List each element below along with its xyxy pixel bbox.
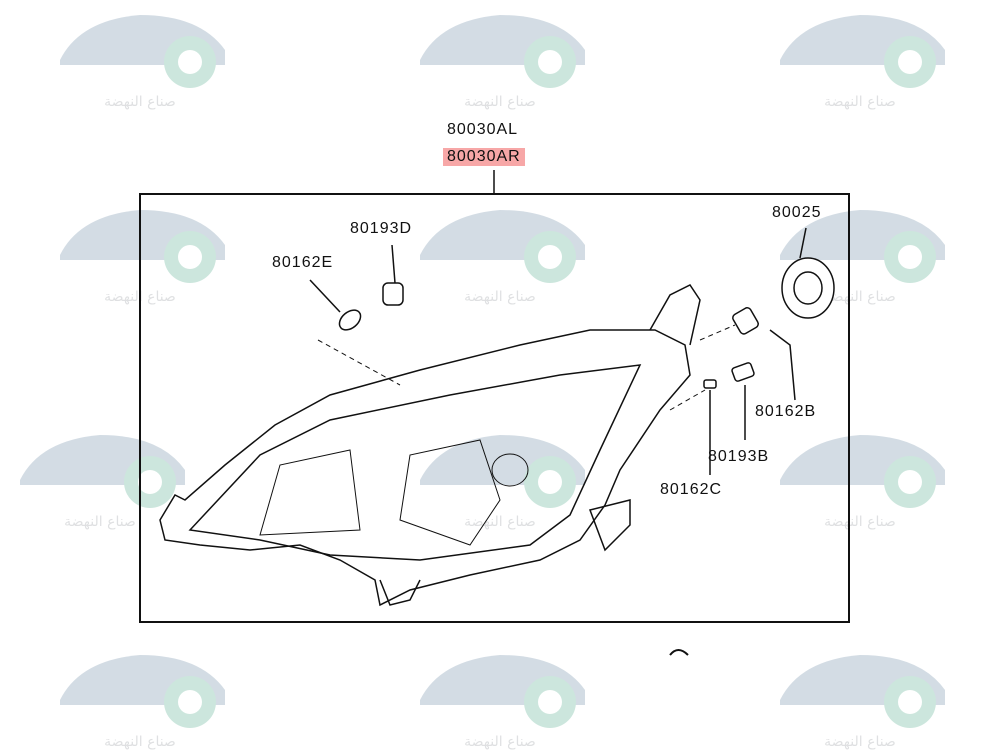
socket-80193d [382, 282, 404, 306]
watermark-text: صناع النهضة [824, 734, 896, 750]
callout-80162e[interactable]: 80162E [272, 254, 334, 271]
bulb-80162b [732, 307, 759, 335]
headlight-housing [159, 329, 691, 607]
callout-80162b[interactable]: 80162B [755, 403, 817, 420]
watermark-text: صناع النهضة [104, 734, 176, 750]
watermark-logo: صناع النهضة [760, 640, 960, 750]
watermark-logo: صناع النهضة [0, 420, 200, 530]
watermark-logo: صناع النهضة [40, 0, 240, 110]
watermark-logo: صناع النهضة [400, 640, 600, 750]
headlight-lens [188, 364, 642, 561]
callout-80193d[interactable]: 80193D [350, 220, 413, 237]
callout-80162c[interactable]: 80162C [660, 481, 723, 498]
callout-80025[interactable]: 80025 [772, 204, 822, 221]
watermark-logo: صناع النهضة [40, 640, 240, 750]
mounting-bracket [649, 284, 701, 346]
watermark-text: صناع النهضة [464, 289, 536, 305]
callout-80193b[interactable]: 80193B [708, 448, 770, 465]
watermark-text: صناع النهضة [464, 734, 536, 750]
bulb-80162c [703, 379, 717, 389]
watermark-logo: صناع النهضة [400, 0, 600, 110]
watermark-text: صناع النهضة [104, 94, 176, 110]
watermark-text: صناع النهضة [464, 94, 536, 110]
bulb-80162e [338, 309, 362, 331]
part-number-80030al[interactable]: 80030AL [447, 121, 519, 138]
watermark-logo: صناع النهضة [400, 195, 600, 305]
watermark-logo: صناع النهضة [400, 420, 600, 530]
watermark-text: صناع النهضة [64, 514, 136, 530]
watermark-logo: صناع النهضة [760, 0, 960, 110]
watermark-text: صناع النهضة [824, 289, 896, 305]
watermark-text: صناع النهضة [824, 94, 896, 110]
watermark-logo: صناع النهضة [760, 420, 960, 530]
part-number-80030ar-highlighted[interactable]: 80030AR [443, 148, 525, 166]
watermark-logo: صناع النهضة [760, 195, 960, 305]
socket-80193b [731, 362, 755, 382]
watermark-text: صناع النهضة [824, 514, 896, 530]
assembly-frame [139, 193, 850, 623]
watermark-logo: صناع النهضة [40, 195, 240, 305]
